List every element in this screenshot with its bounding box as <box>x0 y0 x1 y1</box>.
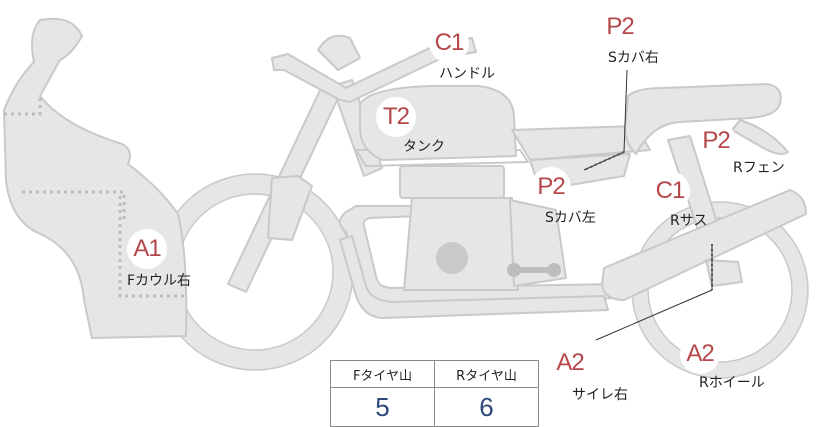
front-tread-value: 5 <box>330 387 435 427</box>
muffler <box>601 189 807 301</box>
grade-marker-f-cowl-right: A1 <box>127 229 167 269</box>
label-r-wheel: Rホイール <box>699 375 765 391</box>
rear-tread-header: Rタイヤ山 <box>434 360 539 388</box>
grade-marker-r-fender: P2 <box>696 121 736 161</box>
label-silencer-right: サイレ右 <box>572 387 628 403</box>
label-r-suspension: Rサス <box>670 213 708 229</box>
label-f-cowl-right: Fカウル右 <box>127 273 192 289</box>
grade-marker-r-suspension: C1 <box>650 171 690 211</box>
label-s-cover-left: Sカバ左 <box>545 210 596 226</box>
grade-marker-s-cover-left: P2 <box>531 167 571 207</box>
seat <box>624 83 782 155</box>
side-cover <box>511 125 651 161</box>
tire-tread-table: Fタイヤ山 Rタイヤ山 5 6 <box>330 360 539 427</box>
front-cowl <box>3 17 188 339</box>
label-handle: ハンドル <box>439 66 495 82</box>
label-s-cover-right: Sカバ右 <box>608 50 659 66</box>
grade-marker-handle: C1 <box>429 23 469 63</box>
grade-marker-s-cover-right: P2 <box>600 7 640 47</box>
rear-tread-value: 6 <box>434 387 539 427</box>
grade-marker-r-wheel: A2 <box>680 334 720 374</box>
label-tank: タンク <box>403 139 445 155</box>
engine <box>403 197 519 291</box>
grade-marker-silencer-right: A2 <box>550 343 590 383</box>
rear-fender <box>731 119 789 155</box>
grade-marker-tank: T2 <box>376 97 416 137</box>
front-tread-header: Fタイヤ山 <box>330 360 435 388</box>
label-r-fender: Rフェン <box>733 160 785 176</box>
